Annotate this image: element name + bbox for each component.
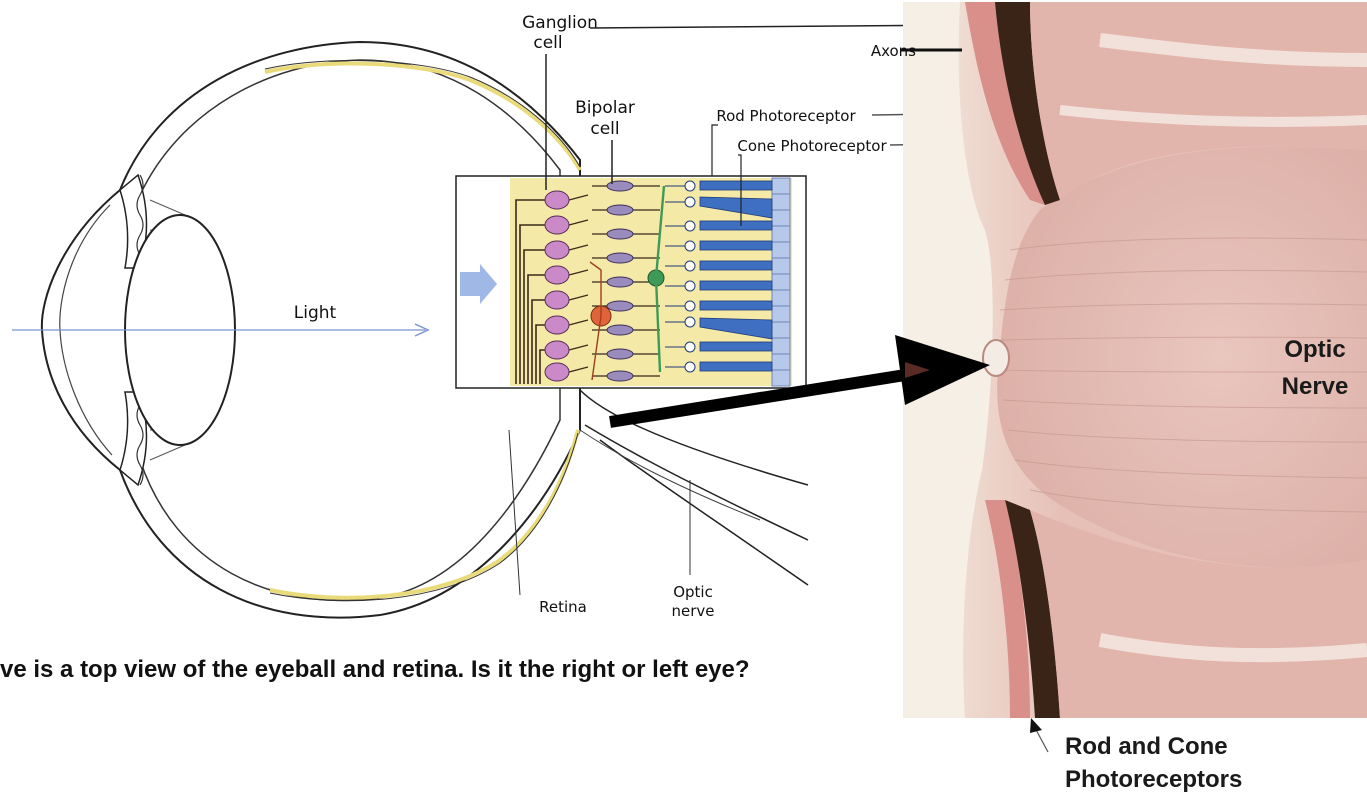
rod-cone-label-1: Rod and Cone — [1065, 733, 1228, 760]
rod-cone-label-2: Photoreceptors — [1065, 766, 1242, 793]
bipolar-label-1: Bipolar — [575, 98, 635, 118]
optic-nerve-heading-1: Optic — [1284, 336, 1345, 363]
optic-nerve-bottom-edge — [600, 440, 808, 585]
rod-cone-pointer — [1030, 718, 1048, 752]
ganglion-label-2: cell — [533, 33, 562, 53]
bipolar-label-2: cell — [590, 119, 619, 139]
retina-inset — [456, 176, 806, 388]
rod-label: Rod Photoreceptor — [716, 107, 856, 125]
optic-nerve-label-2: nerve — [671, 602, 714, 620]
central-vessel — [983, 340, 1009, 376]
pigment-epithelium — [772, 178, 790, 386]
light-label: Light — [294, 303, 337, 323]
retina-label: Retina — [539, 598, 587, 616]
optic-nerve-label-1: Optic — [673, 583, 713, 601]
optic-nerve-heading-2: Nerve — [1282, 373, 1349, 400]
ganglion-label-1: Ganglion — [522, 13, 598, 33]
rod-leader-inset — [712, 125, 718, 176]
question-text: ve is a top view of the eyeball and reti… — [0, 656, 750, 683]
bipolar-cells — [607, 181, 633, 381]
cone-label: Cone Photoreceptor — [737, 137, 887, 155]
